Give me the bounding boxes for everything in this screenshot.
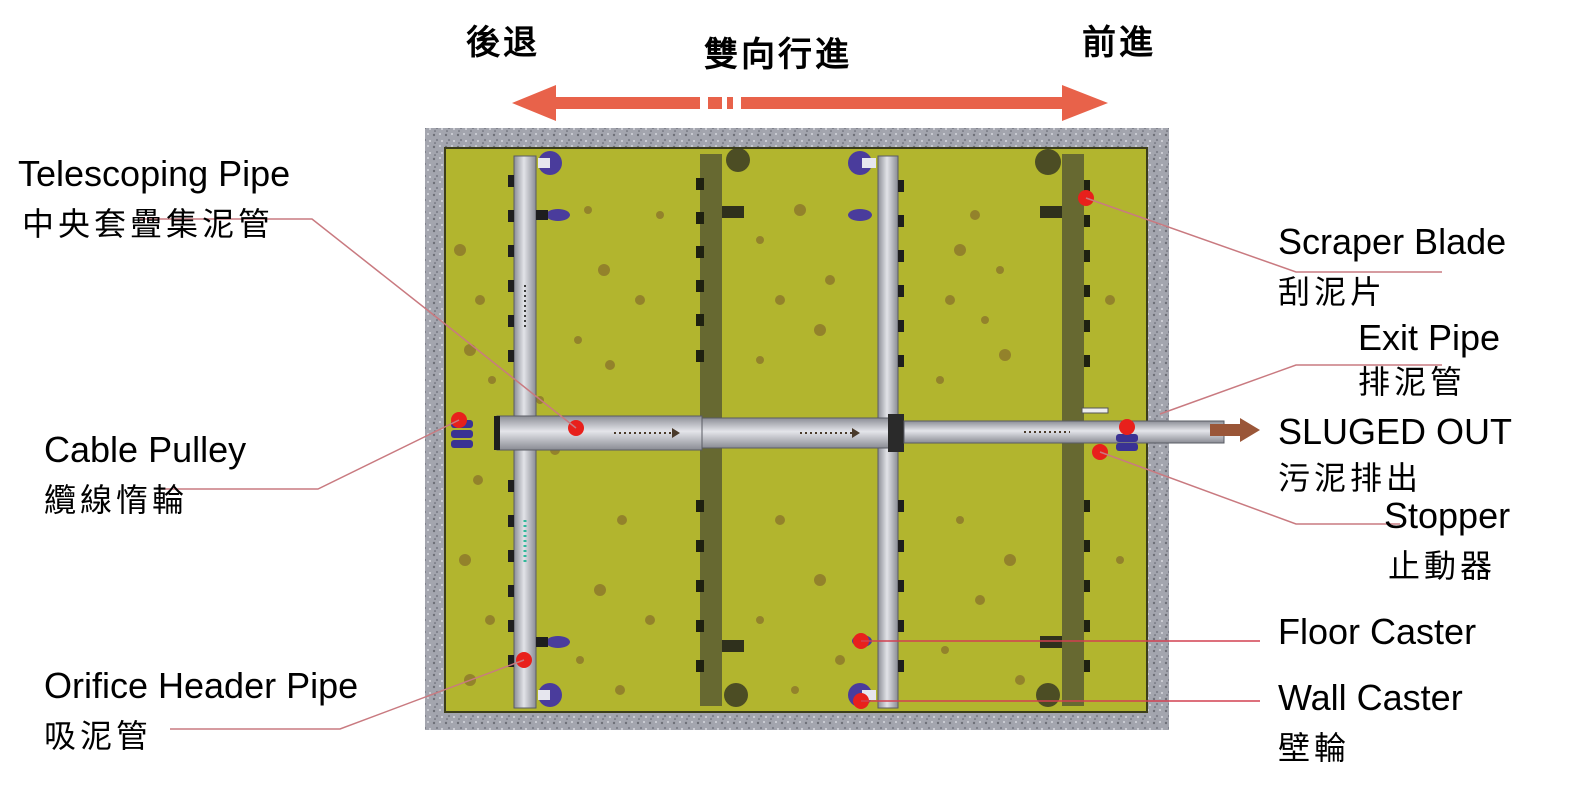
cable-pulley-label-zh: 纜線惰輪 [44, 481, 189, 519]
floor-caster-label: Floor Caster [1278, 611, 1477, 652]
sludge-out-label: SLUGED OUT [1278, 411, 1513, 452]
scraper-blade-label-zh: 刮泥片 [1278, 273, 1387, 311]
wall-caster-label: Wall Caster [1278, 677, 1463, 718]
bidirectional-arrow [512, 85, 1108, 121]
exit-pipe-label-zh: 排泥管 [1358, 363, 1467, 401]
leader-lines [140, 197, 1442, 730]
telescoping-pipe [494, 414, 904, 452]
orifice-header-pipe-label-zh: 吸泥管 [44, 717, 153, 755]
sludge-out-arrow [1210, 418, 1260, 442]
caster-leader-lines [861, 640, 1260, 702]
stopper-label: Stopper [1384, 495, 1511, 536]
sludge-particles [454, 204, 1124, 695]
cable-pulley-label: Cable Pulley [44, 429, 247, 470]
sludge-out-label-zh: 污泥排出 [1278, 459, 1423, 497]
telescoping-pipe-label: Telescoping Pipe [18, 153, 291, 194]
bidirectional-travel-title: 雙向行進 [704, 35, 852, 75]
backward-label: 後退 [466, 23, 540, 63]
exit-pipe-label: Exit Pipe [1358, 317, 1501, 358]
orifice-header-pipe-label: Orifice Header Pipe [44, 665, 359, 706]
forward-label: 前進 [1082, 23, 1156, 63]
stopper-label-zh: 止動器 [1388, 547, 1497, 585]
wall-caster-label-zh: 壁輪 [1278, 729, 1351, 767]
scraper-blade-label: Scraper Blade [1278, 221, 1507, 262]
telescoping-pipe-label-zh: 中央套疊集泥管 [22, 205, 275, 243]
